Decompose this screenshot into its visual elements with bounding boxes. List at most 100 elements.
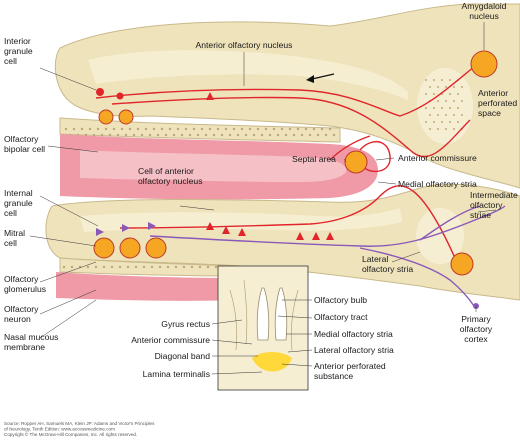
texture-dot <box>92 133 96 137</box>
texture-dot <box>88 127 92 131</box>
label-line: Septal area <box>292 154 336 164</box>
texture-dot <box>312 127 316 131</box>
label-line: Primary <box>461 314 491 324</box>
label-line: Copyright © The McGraw-Hill Companies, I… <box>4 431 137 437</box>
lower-mitral-cells <box>93 237 167 259</box>
label-line: Internal <box>4 188 33 198</box>
label-inset-medial-olfactory-stria: Medial olfactory stria <box>314 329 393 339</box>
texture-dot <box>280 127 284 131</box>
interior-granule-cell-body <box>96 88 104 96</box>
label-inset-anterior-commissure: Anterior commissure <box>131 335 210 345</box>
texture-dot <box>268 133 272 137</box>
anterior-olfactory-nucleus-cell <box>222 226 230 234</box>
label-inset-olfactory-tract: Olfactory tract <box>314 312 368 322</box>
label-line: Olfactory bulb <box>314 295 367 305</box>
texture-dot <box>452 85 456 89</box>
texture-dot <box>260 133 264 137</box>
upper-red-tract-2 <box>111 96 471 158</box>
flow-arrow <box>306 73 335 83</box>
upper-mitral-cells <box>98 109 134 125</box>
nasal-mucosa-highlight <box>80 150 347 182</box>
leader-lines <box>29 22 497 375</box>
texture-dot <box>444 113 448 117</box>
texture-dot <box>174 265 178 269</box>
texture-dot <box>288 127 292 131</box>
label-line: membrane <box>4 342 45 352</box>
texture-dot <box>184 127 188 131</box>
label-line: space <box>478 108 501 118</box>
texture-dot <box>228 133 232 137</box>
texture-dot <box>198 265 202 269</box>
texture-dot <box>200 127 204 131</box>
texture-dot <box>284 133 288 137</box>
texture-dot <box>428 127 432 131</box>
label-line: olfactory nucleus <box>138 176 203 186</box>
amygdaloid-nucleus-marker <box>470 50 498 78</box>
upper-tissue-inner-band <box>88 50 408 100</box>
texture-dot <box>176 127 180 131</box>
texture-dot <box>108 133 112 137</box>
septal-area-marker <box>344 150 368 174</box>
texture-dot <box>444 127 448 131</box>
label-line: perforated <box>478 98 517 108</box>
label-line: Anterior commissure <box>398 153 477 163</box>
texture-dot <box>452 113 456 117</box>
texture-dot <box>300 133 304 137</box>
lateral-stria-target-marker <box>450 252 474 276</box>
texture-dot <box>328 127 332 131</box>
texture-dot <box>436 99 440 103</box>
perforated-space-dots <box>424 78 464 131</box>
anterior-olfactory-nucleus-cell <box>206 92 214 100</box>
label-inset-olfactory-bulb: Olfactory bulb <box>314 295 367 305</box>
anterior-olfactory-nucleus-cells <box>206 92 334 240</box>
texture-dot <box>156 133 160 137</box>
texture-dot <box>440 78 444 82</box>
texture-dot <box>428 113 432 117</box>
label-line: olfactory stria <box>362 264 413 274</box>
texture-dot <box>206 265 210 269</box>
texture-dot <box>204 133 208 137</box>
texture-dot <box>236 133 240 137</box>
texture-dot <box>264 127 268 131</box>
texture-dot <box>208 127 212 131</box>
texture-dot <box>164 133 168 137</box>
texture-dot <box>104 127 108 131</box>
texture-dot <box>144 127 148 131</box>
cribriform-dots <box>64 127 336 137</box>
texture-dot <box>324 133 328 137</box>
texture-dot <box>308 133 312 137</box>
texture-dot <box>70 265 74 269</box>
anterior-olfactory-nucleus-cell <box>238 228 246 236</box>
texture-dot <box>432 78 436 82</box>
label-line: Anterior <box>478 88 508 98</box>
texture-dot <box>232 127 236 131</box>
granule-cell-a <box>96 228 104 236</box>
label-line: Diagonal band <box>155 351 211 361</box>
label-line: cell <box>4 208 17 218</box>
texture-dot <box>136 127 140 131</box>
label-line: nucleus <box>469 11 499 21</box>
label-line: Medial olfactory stria <box>314 329 393 339</box>
texture-dot <box>448 92 452 96</box>
lower-red-tract <box>119 185 456 259</box>
red-pathways <box>95 61 481 259</box>
label-line: Lateral <box>362 254 388 264</box>
texture-dot <box>424 106 428 110</box>
texture-dot <box>86 265 90 269</box>
texture-dot <box>428 85 432 89</box>
inset-olfactory-bulb-shape-r <box>274 287 288 341</box>
internal-granule-cells <box>96 222 156 236</box>
inset-olfactory-bulb-shape <box>256 287 270 341</box>
texture-dot <box>102 265 106 269</box>
texture-dot <box>448 106 452 110</box>
texture-dot <box>456 120 460 124</box>
label-line: striae <box>470 210 491 220</box>
texture-dot <box>332 133 336 137</box>
